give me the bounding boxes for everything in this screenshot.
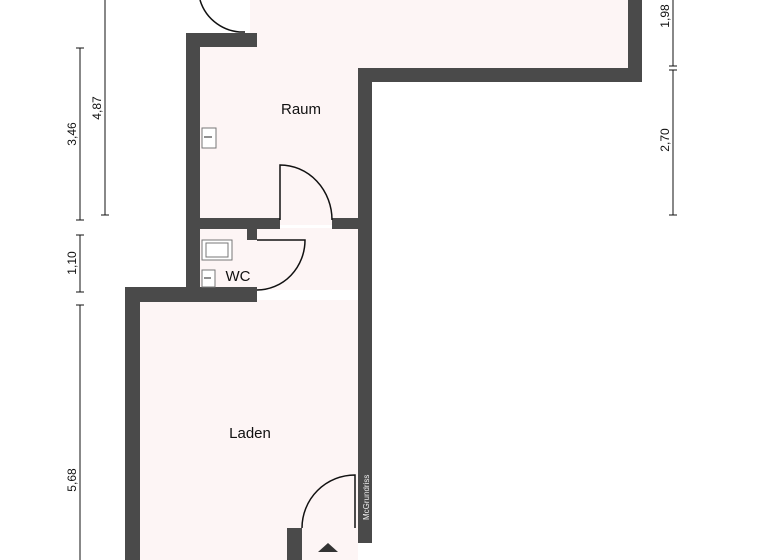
wall (186, 218, 280, 229)
wall (125, 287, 140, 560)
wall (287, 528, 302, 560)
door-swing-entrance (301, 474, 356, 529)
room-label-raum: Raum (281, 101, 321, 118)
dimension-lines: 3,46 4,87 1,10 5,68 1,98 2,70 (65, 0, 677, 560)
door-swing-wc (256, 239, 306, 291)
wall (186, 33, 257, 47)
dim-label: 4,87 (90, 96, 104, 120)
toilet-seat (205, 242, 229, 258)
fixtures (201, 127, 233, 288)
wall (358, 68, 372, 543)
wall (358, 68, 642, 82)
wall (186, 33, 200, 301)
room-label-laden: Laden (229, 425, 271, 442)
dim-label: 2,70 (658, 128, 672, 152)
door-swing-raum (279, 164, 333, 221)
dim-label: 1,10 (65, 251, 79, 275)
laden-floor (140, 300, 358, 560)
door-swing (199, 0, 246, 33)
walls (125, 0, 642, 560)
dim-label: 1,98 (658, 4, 672, 28)
watermark: McGrundriss (362, 475, 371, 520)
entrance-arrow-icon (318, 543, 338, 552)
wall (125, 287, 257, 302)
dim-label: 5,68 (65, 468, 79, 492)
floor-areas (140, 0, 630, 560)
doors (199, 0, 356, 552)
wall (332, 218, 360, 229)
room-label-wc: WC (226, 268, 251, 285)
sink-icon (201, 127, 217, 149)
wall (628, 0, 642, 82)
wall (247, 218, 257, 240)
dim-label: 3,46 (65, 122, 79, 146)
